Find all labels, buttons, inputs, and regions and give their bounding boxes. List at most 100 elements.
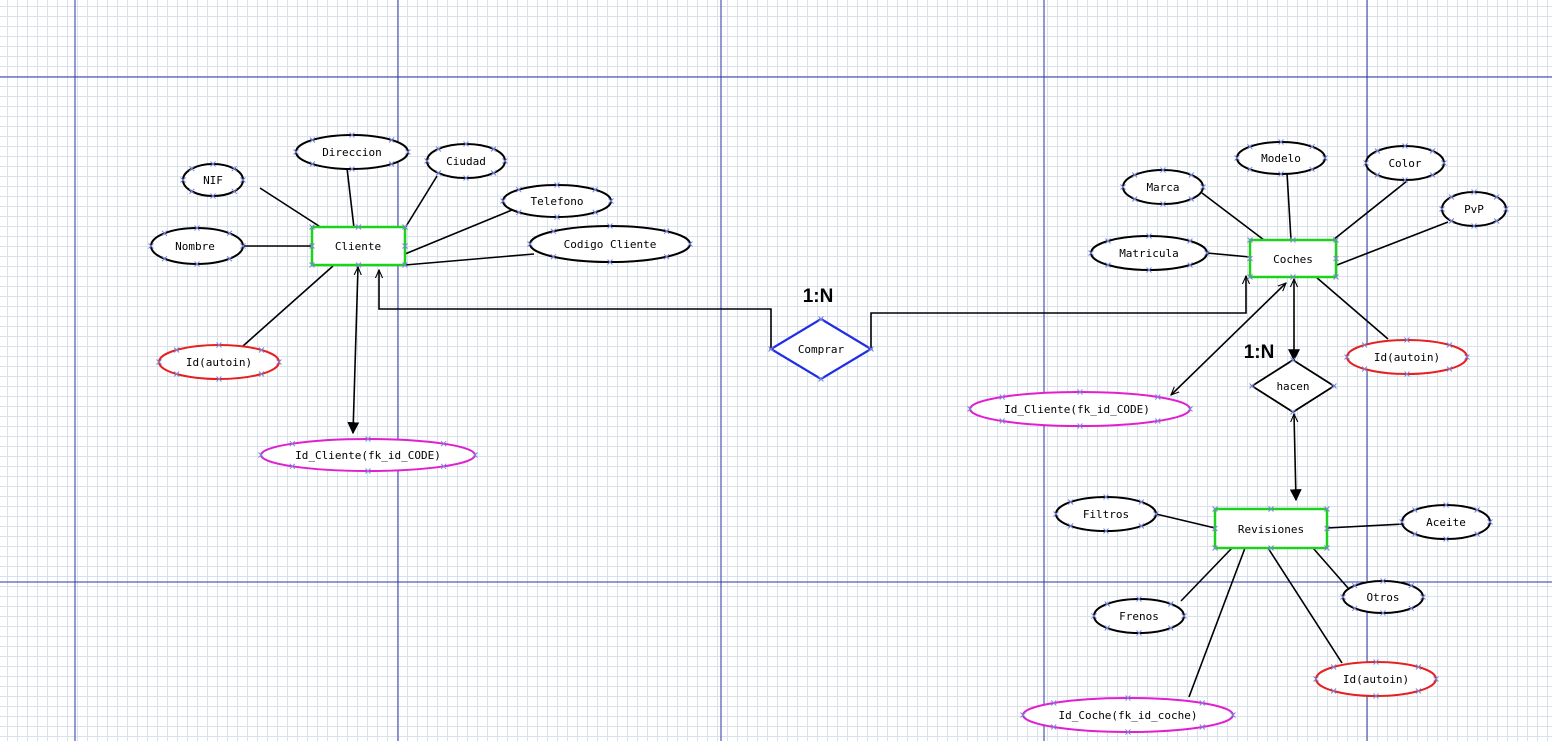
foreign-key-cliente[interactable]: Id_Cliente(fk_id_CODE): [260, 438, 476, 472]
handle-x-icon: [1415, 664, 1422, 670]
entity-label: Coches: [1273, 253, 1313, 266]
handle-x-icon: [463, 141, 469, 147]
attribute-label: Filtros: [1083, 508, 1129, 521]
handle-x-icon: [1187, 262, 1193, 268]
handle-x-icon: [1404, 337, 1410, 343]
connector[interactable]: [1206, 252, 1251, 258]
handle-x-icon: [148, 243, 154, 249]
handle-x-icon: [1471, 189, 1477, 195]
connector[interactable]: [1286, 172, 1292, 241]
handle-x-icon: [161, 255, 168, 262]
connector[interactable]: [1171, 283, 1286, 395]
handle-x-icon: [1212, 525, 1218, 532]
handle-x-icon: [818, 316, 824, 322]
handle-x-icon: [663, 228, 670, 235]
attribute-label: Marca: [1146, 181, 1179, 194]
handle-x-icon: [388, 161, 395, 167]
handle-x-icon: [500, 198, 506, 204]
attribute-label: Id(autoin): [1374, 351, 1440, 364]
handle-x-icon: [1446, 342, 1453, 348]
connector[interactable]: [1332, 180, 1408, 241]
connector[interactable]: [1336, 221, 1449, 266]
entity-label: Cliente: [335, 240, 381, 253]
handle-x-icon: [1324, 506, 1330, 512]
handle-x-icon: [1399, 519, 1405, 525]
handle-x-icon: [1247, 166, 1253, 173]
handle-x-icon: [240, 177, 246, 183]
handle-x-icon: [1290, 274, 1296, 280]
connector[interactable]: [1312, 547, 1349, 589]
handle-x-icon: [1053, 511, 1059, 517]
relationship-comprar[interactable]: Comprar: [768, 317, 874, 381]
connector[interactable]: [353, 267, 358, 433]
connector[interactable]: [1294, 414, 1296, 500]
handle-x-icon: [1441, 160, 1447, 166]
handle-x-icon: [1131, 196, 1138, 202]
handle-x-icon: [554, 182, 560, 188]
connector[interactable]: [1155, 513, 1216, 529]
attribute-label: Ciudad: [446, 155, 486, 168]
handle-x-icon: [1333, 274, 1339, 280]
connector[interactable]: [259, 187, 323, 229]
entity-cliente[interactable]: Cliente: [310, 225, 407, 267]
entity-revisiones[interactable]: Revisiones: [1213, 507, 1329, 550]
handle-x-icon: [405, 149, 411, 155]
connector[interactable]: [1180, 547, 1233, 602]
handle-x-icon: [1249, 383, 1255, 389]
connector[interactable]: [1201, 192, 1265, 241]
handle-x-icon: [1247, 237, 1253, 243]
handle-x-icon: [1330, 688, 1337, 694]
attribute-label: Direccion: [322, 146, 382, 159]
connector[interactable]: [404, 209, 513, 255]
handle-x-icon: [592, 209, 599, 216]
handle-x-icon: [554, 214, 560, 220]
connector[interactable]: [346, 167, 355, 229]
handle-x-icon: [1120, 184, 1126, 190]
connector[interactable]: [1188, 547, 1246, 698]
handle-x-icon: [1247, 143, 1253, 150]
entity-coches[interactable]: Coches: [1248, 238, 1338, 279]
handle-x-icon: [309, 243, 315, 249]
handle-x-icon: [818, 376, 824, 382]
handle-x-icon: [1105, 262, 1111, 268]
handle-x-icon: [1103, 494, 1109, 500]
handle-x-icon: [1050, 700, 1057, 706]
connector[interactable]: [870, 276, 1246, 348]
relationship-hacen[interactable]: hacen: [1250, 358, 1336, 414]
handle-x-icon: [216, 342, 222, 348]
cardinality-label: 1:N: [803, 286, 834, 307]
connector[interactable]: [404, 253, 535, 266]
handle-x-icon: [1443, 502, 1449, 508]
handle-x-icon: [440, 440, 447, 447]
handle-x-icon: [1188, 172, 1195, 178]
connector[interactable]: [1315, 276, 1389, 340]
connector[interactable]: [242, 265, 334, 347]
connector[interactable]: [379, 270, 772, 349]
handle-x-icon: [1160, 167, 1166, 173]
handle-x-icon: [355, 262, 362, 268]
attribute-label: Color: [1388, 157, 1421, 170]
handle-x-icon: [1268, 506, 1274, 512]
handle-x-icon: [365, 436, 371, 442]
handle-x-icon: [188, 165, 195, 172]
handle-x-icon: [1361, 366, 1368, 372]
handle-x-icon: [355, 224, 362, 230]
handle-x-icon: [1199, 724, 1206, 730]
connector[interactable]: [1326, 523, 1405, 529]
handle-x-icon: [515, 186, 522, 193]
handle-x-icon: [435, 146, 442, 152]
connector[interactable]: [404, 175, 438, 229]
key-attribute-cliente-id[interactable]: Id(autoin): [158, 344, 280, 380]
foreign-key-coches[interactable]: Id_Cliente(fk_id_CODE): [969, 391, 1191, 427]
handle-x-icon: [550, 253, 557, 260]
handle-x-icon: [1415, 688, 1422, 694]
connector[interactable]: [1267, 547, 1343, 664]
handle-x-icon: [1067, 499, 1074, 505]
handle-x-icon: [1268, 545, 1274, 551]
handle-x-icon: [1322, 155, 1328, 161]
handle-x-icon: [276, 359, 282, 365]
handle-x-icon: [1402, 143, 1408, 149]
attribute-nombre[interactable]: Nombre: [150, 227, 244, 265]
handle-x-icon: [1446, 366, 1453, 372]
